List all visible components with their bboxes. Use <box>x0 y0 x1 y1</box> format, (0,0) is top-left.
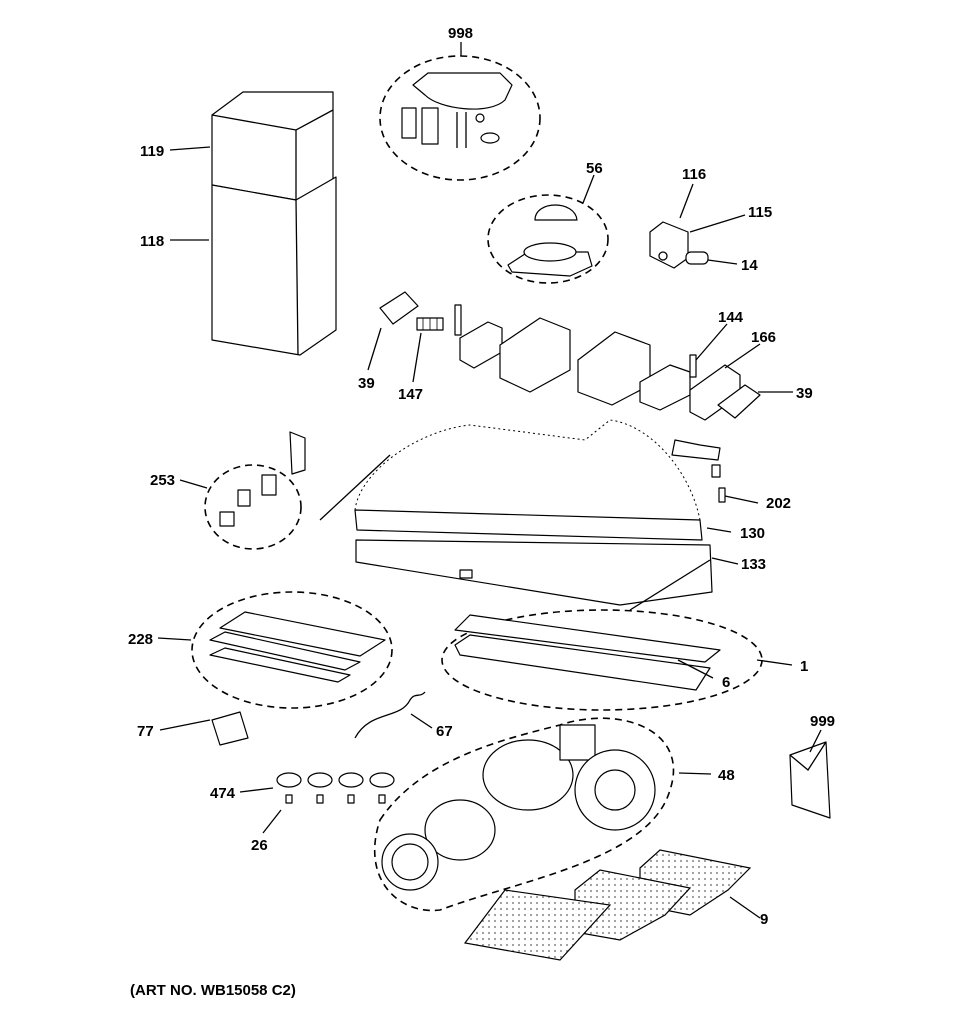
part-67-wire-harness <box>354 691 426 739</box>
label-202: 202 <box>766 495 791 512</box>
art-number: (ART NO. WB15058 C2) <box>130 982 296 999</box>
label-1: 1 <box>800 658 808 675</box>
part-147-terminal <box>416 317 444 331</box>
part-56-outline <box>487 194 609 284</box>
label-166: 166 <box>751 329 776 346</box>
label-48: 48 <box>718 767 735 784</box>
label-130: 130 <box>740 525 765 542</box>
label-77: 77 <box>137 723 154 740</box>
kit-998-outline <box>379 55 541 181</box>
part-474-light-sockets <box>276 772 395 804</box>
label-144: 144 <box>718 309 744 326</box>
chimney-upper-119 <box>211 91 334 201</box>
part-rail-left <box>319 454 391 521</box>
label-56: 56 <box>586 160 603 177</box>
label-133: 133 <box>741 556 766 573</box>
label-6: 6 <box>722 674 730 691</box>
label-253: 253 <box>150 472 175 489</box>
label-14: 14 <box>741 257 758 274</box>
label-119: 119 <box>140 143 164 160</box>
label-26: 26 <box>251 837 268 854</box>
label-118: 118 <box>140 233 164 250</box>
kit-998-parts <box>401 72 513 148</box>
label-998: 998 <box>448 25 473 42</box>
part-253-outline <box>204 464 302 550</box>
label-39-left: 39 <box>358 375 375 392</box>
mount-brackets <box>454 304 691 411</box>
part-77-light-lens <box>211 711 249 746</box>
label-67: 67 <box>436 723 453 740</box>
part-6-filter-rail <box>454 614 721 691</box>
part-48-outline <box>374 717 675 912</box>
chimney-lower-118 <box>211 176 337 356</box>
label-228: 228 <box>128 631 153 648</box>
hood-canopy <box>354 419 703 541</box>
part-48-blower <box>381 724 656 891</box>
part-56-damper <box>507 204 593 277</box>
part-rail-right <box>629 559 711 611</box>
label-147: 147 <box>398 386 423 403</box>
label-9: 9 <box>760 911 768 928</box>
part-999-literature <box>789 741 831 819</box>
part-bracket-253 <box>289 431 306 475</box>
label-39-right: 39 <box>796 385 813 402</box>
part-39-left-cover <box>379 291 419 325</box>
part-144-clip <box>689 354 697 378</box>
part-228-outline <box>191 591 393 709</box>
label-999: 999 <box>810 713 835 730</box>
part-228-control-board <box>209 611 386 683</box>
part-labels: 998 119 118 56 116 115 14 39 147 144 166… <box>128 25 835 928</box>
part-1-outline <box>441 609 763 711</box>
part-9-grease-filters <box>463 849 752 961</box>
part-39-right-cover <box>717 384 761 419</box>
part-133-frame <box>355 539 713 606</box>
part-253-switches <box>219 474 277 527</box>
leader-lines <box>157 42 822 919</box>
label-115: 115 <box>748 204 772 221</box>
label-116: 116 <box>682 166 706 183</box>
part-14-capacitor <box>685 251 709 265</box>
part-116-box <box>649 221 689 269</box>
part-202-clips <box>671 439 726 503</box>
label-474: 474 <box>210 785 236 802</box>
